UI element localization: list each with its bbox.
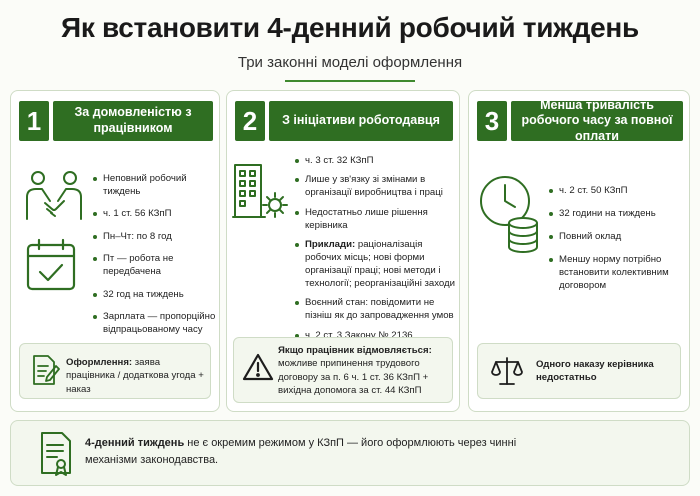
list-item: Приклади: раціоналізація робочих місць; … <box>293 239 457 291</box>
list-item: Зарплата — пропорційно відпрацьованому ч… <box>91 311 217 337</box>
refusal-box: Якщо працівник відмовляється: можливе при… <box>233 337 453 403</box>
footer-lead: 4-денний тиждень <box>85 437 185 449</box>
list-item-text: Воєнний стан: повідомити не пізніш як до… <box>305 297 454 322</box>
list-item: Меншу норму потрібно встановити колектив… <box>547 254 685 293</box>
subtitle-underline <box>285 80 415 82</box>
order-text: Одного наказу керівника недостатньо <box>536 359 654 384</box>
warning-icon <box>242 353 274 381</box>
list-item-text: Лише у зв'язку зі змінами в організації … <box>305 174 443 199</box>
registration-label: Оформлення: <box>66 357 133 368</box>
list-item: Повний оклад <box>547 231 685 244</box>
registration-value: заява працівника / додаткова угода + нак… <box>66 357 204 395</box>
registration-box: Оформлення: заява працівника / додаткова… <box>19 343 211 399</box>
footer-note: 4-денний тиждень не є окремим режимом у … <box>10 420 690 486</box>
clock-coins-icon <box>480 176 538 253</box>
card-number: 2 <box>235 101 265 141</box>
list-item: Неповний робочий тиждень <box>91 173 217 199</box>
scales-icon <box>491 357 523 385</box>
list-item: ч. 2 ст. 3 Закону № 2136 <box>293 330 457 343</box>
card-agreement: 1 За домовленістю з працівником Неповний… <box>10 90 220 412</box>
card-items: ч. 2 ст. 50 КЗпП 32 години на тиждень По… <box>547 185 685 303</box>
card-number: 1 <box>19 101 49 141</box>
card-items: Неповний робочий тиждень ч. 1 ст. 56 КЗп… <box>91 173 217 346</box>
list-item: ч. 1 ст. 56 КЗпП <box>91 208 217 221</box>
handshake-icon <box>26 171 82 220</box>
card-heading: Менша тривалість робочого часу за повної… <box>511 98 683 143</box>
refusal-value: можливе припинення трудового договору за… <box>278 358 429 397</box>
list-item: Лише у зв'язку зі змінами в організації … <box>293 174 457 200</box>
list-item: ч. 3 ст. 32 КЗпП <box>293 155 457 168</box>
card-items: ч. 3 ст. 32 КЗпП Лише у зв'язку зі зміна… <box>293 155 457 349</box>
list-item: Пн–Чт: по 8 год <box>91 231 217 244</box>
registration-text: Оформлення: заява працівника / додаткова… <box>66 356 208 396</box>
footer-body: не є окремим режимом у КЗпП — його оформ… <box>85 437 517 467</box>
card-reduced-hours: 3 Менша тривалість робочого часу за повн… <box>468 90 690 412</box>
list-item-text: ч. 2 ст. 3 Закону № 2136 <box>305 329 413 341</box>
list-item-text: ч. 3 ст. 32 КЗпП <box>305 155 374 166</box>
calendar-check-icon <box>26 238 76 291</box>
document-ribbon-icon <box>41 432 71 476</box>
list-item-text: раціоналізація робочих місць; нові форми… <box>305 239 456 289</box>
list-item: Недостатньо лише рішення керівника <box>293 207 457 233</box>
card-employer-initiative: 2 З ініціативи роботодавця ч. 3 ст. 32 К… <box>226 90 460 412</box>
order-box: Одного наказу керівника недостатньо <box>477 343 681 399</box>
page-subtitle: Три законні моделі оформлення <box>237 54 463 71</box>
document-pen-icon <box>33 355 60 385</box>
list-item-lead: Приклади: <box>305 239 356 251</box>
card-heading: За домовленістю з працівником <box>53 101 213 141</box>
building-gear-icon <box>232 164 288 218</box>
list-item: 32 год на тиждень <box>91 289 217 302</box>
list-item: ч. 2 ст. 50 КЗпП <box>547 185 685 198</box>
footer-text: 4-денний тиждень не є окремим режимом у … <box>85 435 565 469</box>
page-title: Як встановити 4-денний робочий тиждень <box>61 12 639 43</box>
list-item: 32 години на тиждень <box>547 208 685 221</box>
card-heading: З ініціативи роботодавця <box>269 101 453 141</box>
list-item: Воєнний стан: повідомити не пізніш як до… <box>293 297 457 323</box>
card-number: 3 <box>477 101 507 141</box>
refusal-label: Якщо працівник відмовляється: <box>278 345 432 356</box>
list-item-text: Недостатньо лише рішення керівника <box>305 206 428 231</box>
list-item: Пт — робота не передбачена <box>91 253 217 279</box>
refusal-text: Якщо працівник відмовляється: можливе при… <box>278 344 450 398</box>
